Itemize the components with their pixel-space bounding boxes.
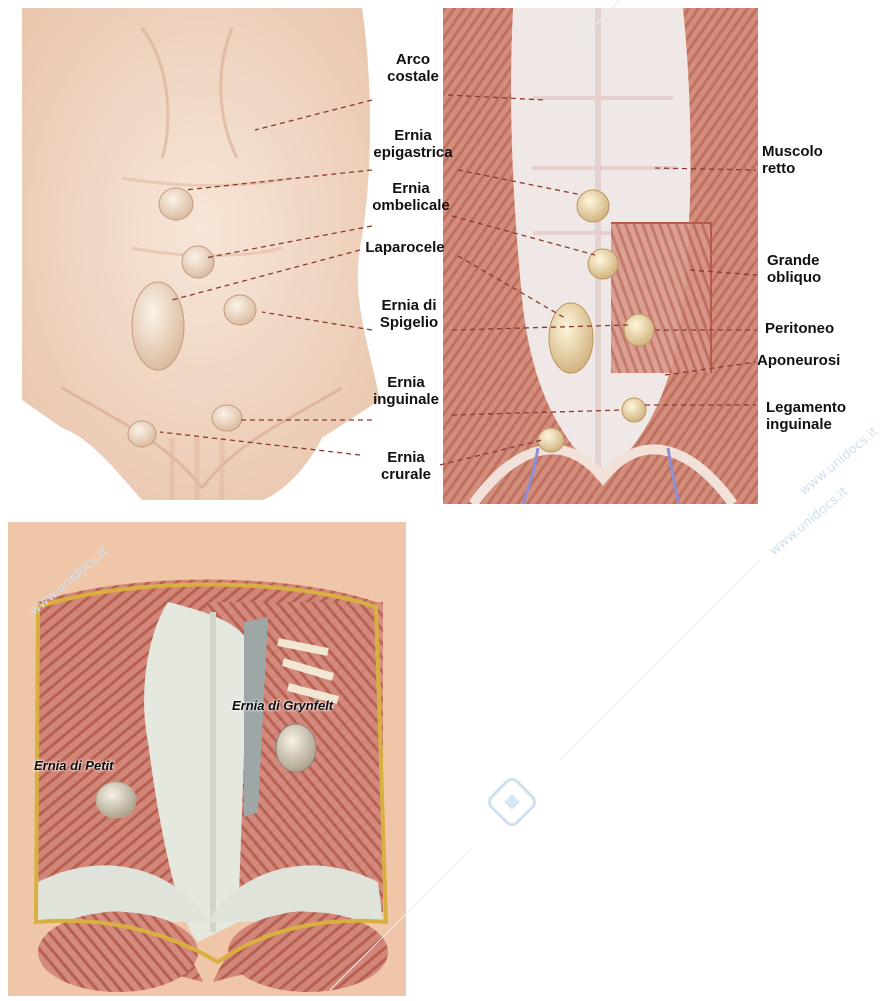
laparocele-sac [549, 303, 593, 373]
label-grande-obliquo: Grande obliquo [767, 252, 821, 286]
label-ernia-crurale: Ernia crurale [370, 449, 442, 483]
spigelian-sac [624, 314, 654, 346]
label-aponeurosi: Aponeurosi [757, 352, 840, 369]
skin-abdomen-illustration [22, 8, 380, 500]
muscle-abdomen-illustration [443, 8, 758, 504]
laparocele-bulge [132, 282, 184, 370]
label-muscolo-retto: Muscolo retto [762, 143, 823, 177]
label-ernia-ombelicale: Ernia ombelicale [362, 180, 460, 214]
petit-bulge [96, 782, 136, 818]
label-ernia-epigastrica: Ernia epigastrica [362, 127, 464, 161]
inguinal-bulge [212, 405, 242, 431]
watermark-logo [482, 772, 542, 832]
label-ernia-grynfelt: Ernia di Grynfelt [232, 698, 333, 713]
grynfelt-bulge [276, 724, 316, 772]
crural-sac [538, 428, 564, 452]
umbilical-sac [588, 249, 618, 279]
label-ernia-inguinale: Ernia inguinale [360, 374, 452, 408]
label-ernia-petit: Ernia di Petit [34, 758, 113, 773]
epigastric-bulge [159, 188, 193, 220]
crural-bulge [128, 421, 156, 447]
label-ernia-spigelio: Ernia di Spigelio [368, 297, 450, 331]
umbilical-bulge [182, 246, 214, 278]
muscle-window [611, 223, 711, 373]
label-legamento-inguinale: Legamento inguinale [766, 399, 846, 433]
label-arco-costale: Arco costale [376, 51, 450, 85]
label-peritoneo: Peritoneo [765, 320, 834, 337]
label-laparocele: Laparocele [350, 239, 460, 256]
epigastric-sac [577, 190, 609, 222]
inguinal-sac [622, 398, 646, 422]
spigelian-bulge [224, 295, 256, 325]
